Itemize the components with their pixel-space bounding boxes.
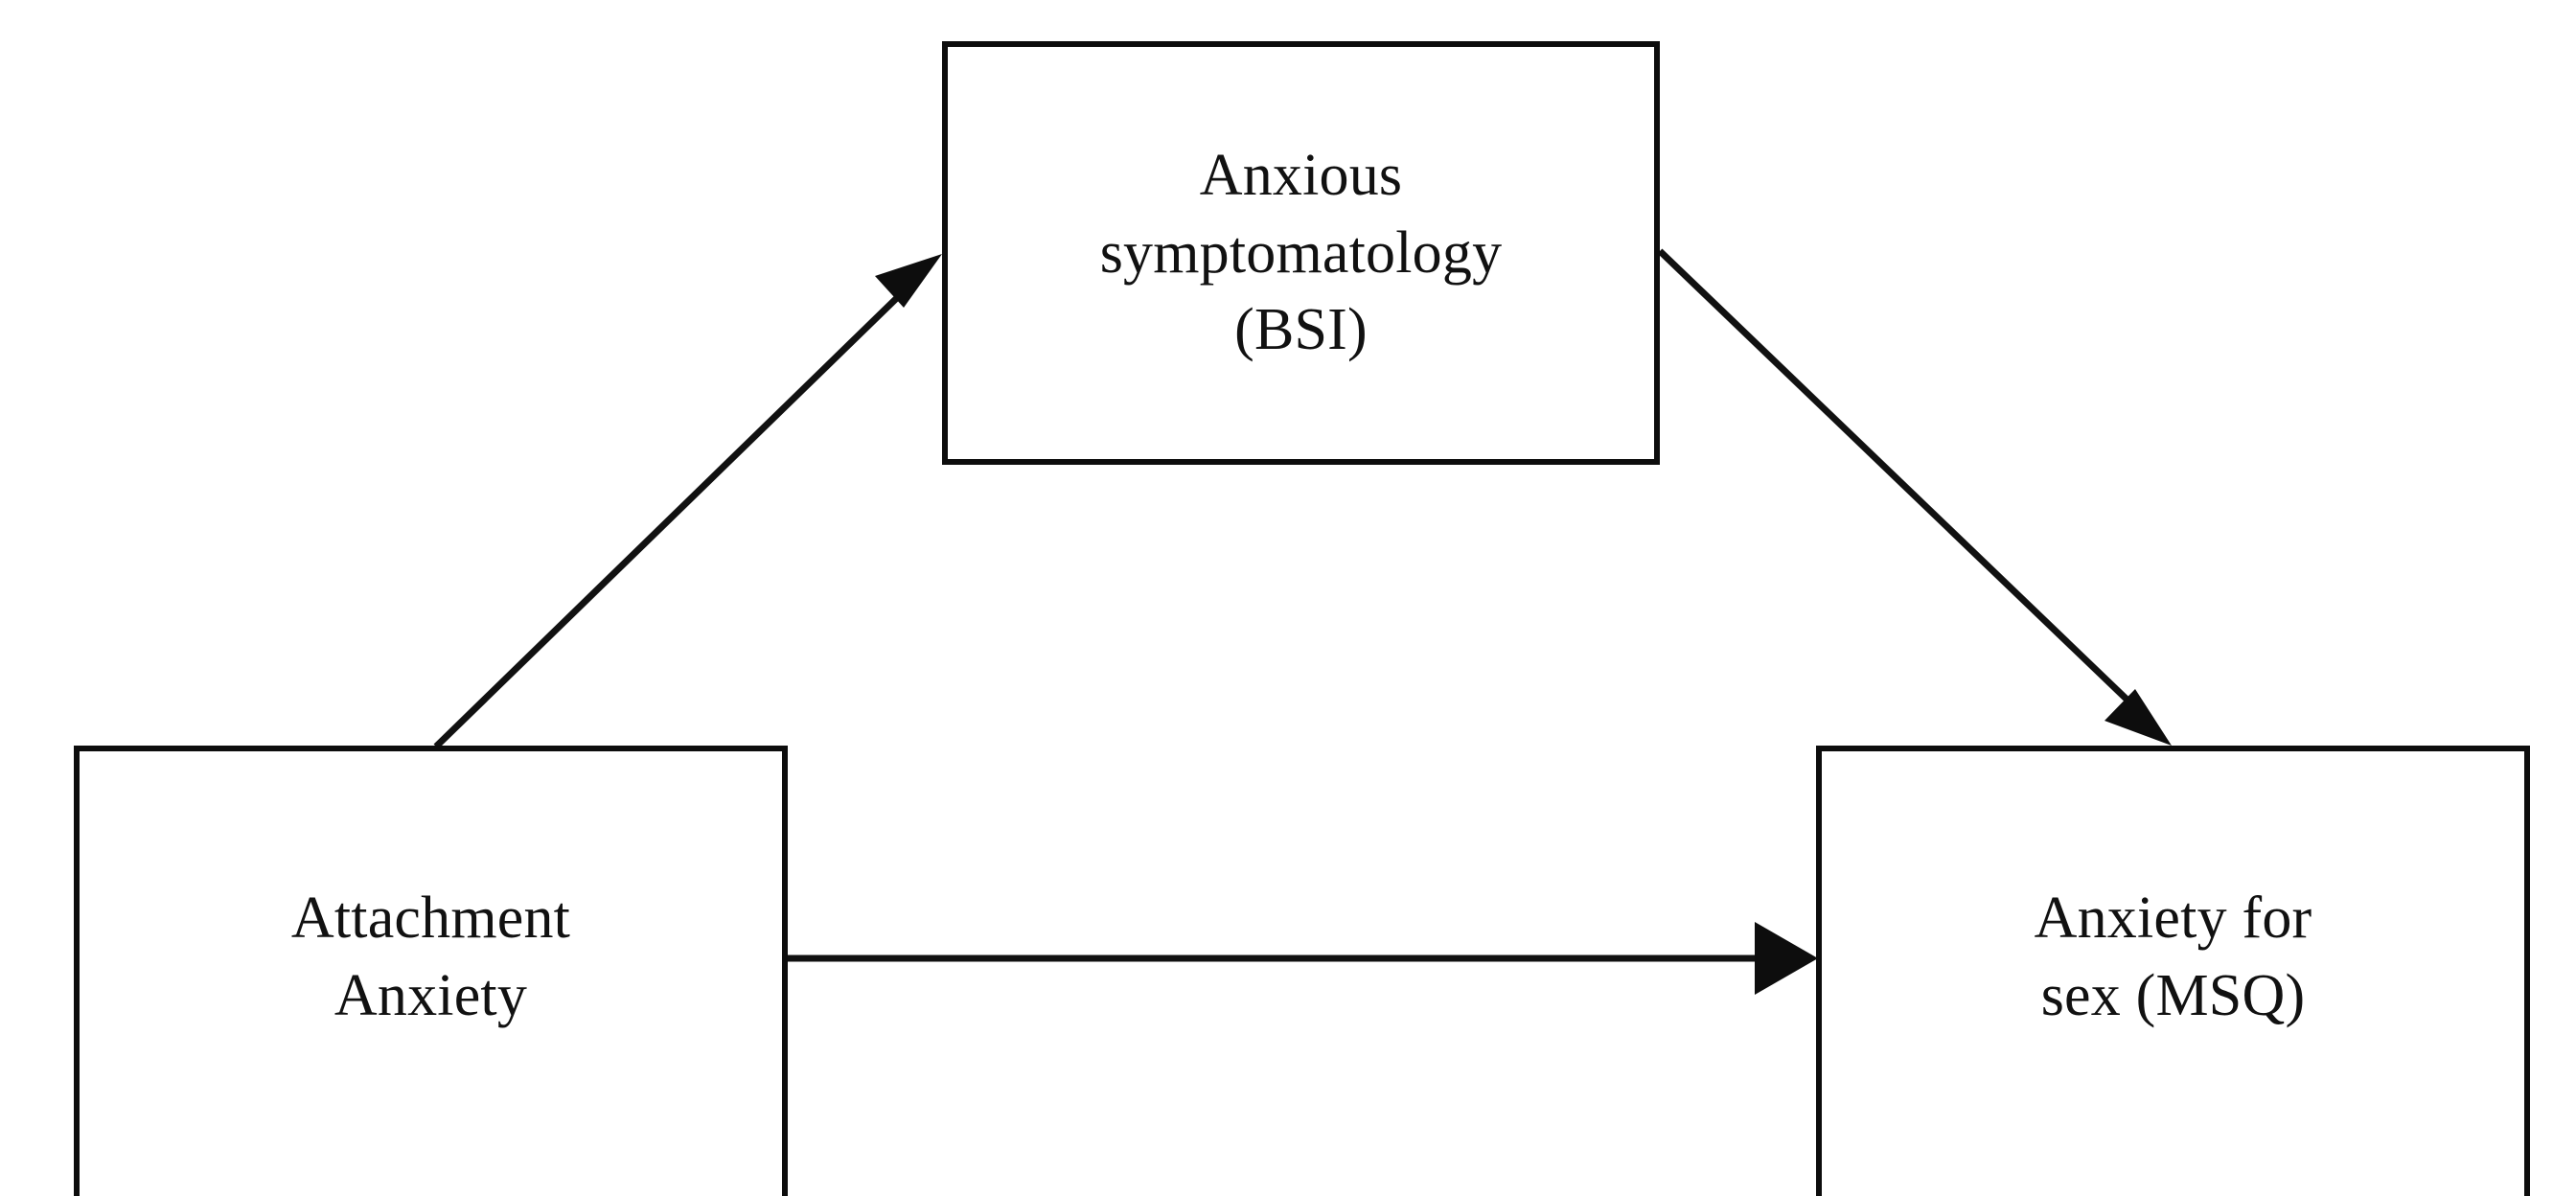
edge-predictor-to-mediator <box>433 254 942 749</box>
node-box-predictor[interactable]: Attachment Anxiety <box>74 746 788 1196</box>
edge-predictor-to-outcome <box>788 922 1818 995</box>
node-label-predictor: Attachment Anxiety <box>290 886 571 1028</box>
node-box-outcome[interactable]: Anxiety for sex (MSQ) <box>1816 746 2530 1196</box>
node-box-mediator[interactable]: Anxious symptomatology (BSI) <box>942 41 1660 465</box>
node-label-mediator: Anxious symptomatology (BSI) <box>1099 143 1503 363</box>
edge-mediator-to-outcome-arrowhead <box>2104 689 2172 746</box>
edge-mediator-to-outcome <box>1657 248 2172 746</box>
edge-mediator-to-outcome-line <box>1657 248 2142 714</box>
node-label-outcome: Anxiety for sex (MSQ) <box>2034 886 2312 1028</box>
edge-predictor-to-outcome-arrowhead <box>1755 922 1818 995</box>
edge-predictor-to-mediator-arrowhead <box>875 254 942 308</box>
edge-predictor-to-mediator-line <box>433 287 908 749</box>
